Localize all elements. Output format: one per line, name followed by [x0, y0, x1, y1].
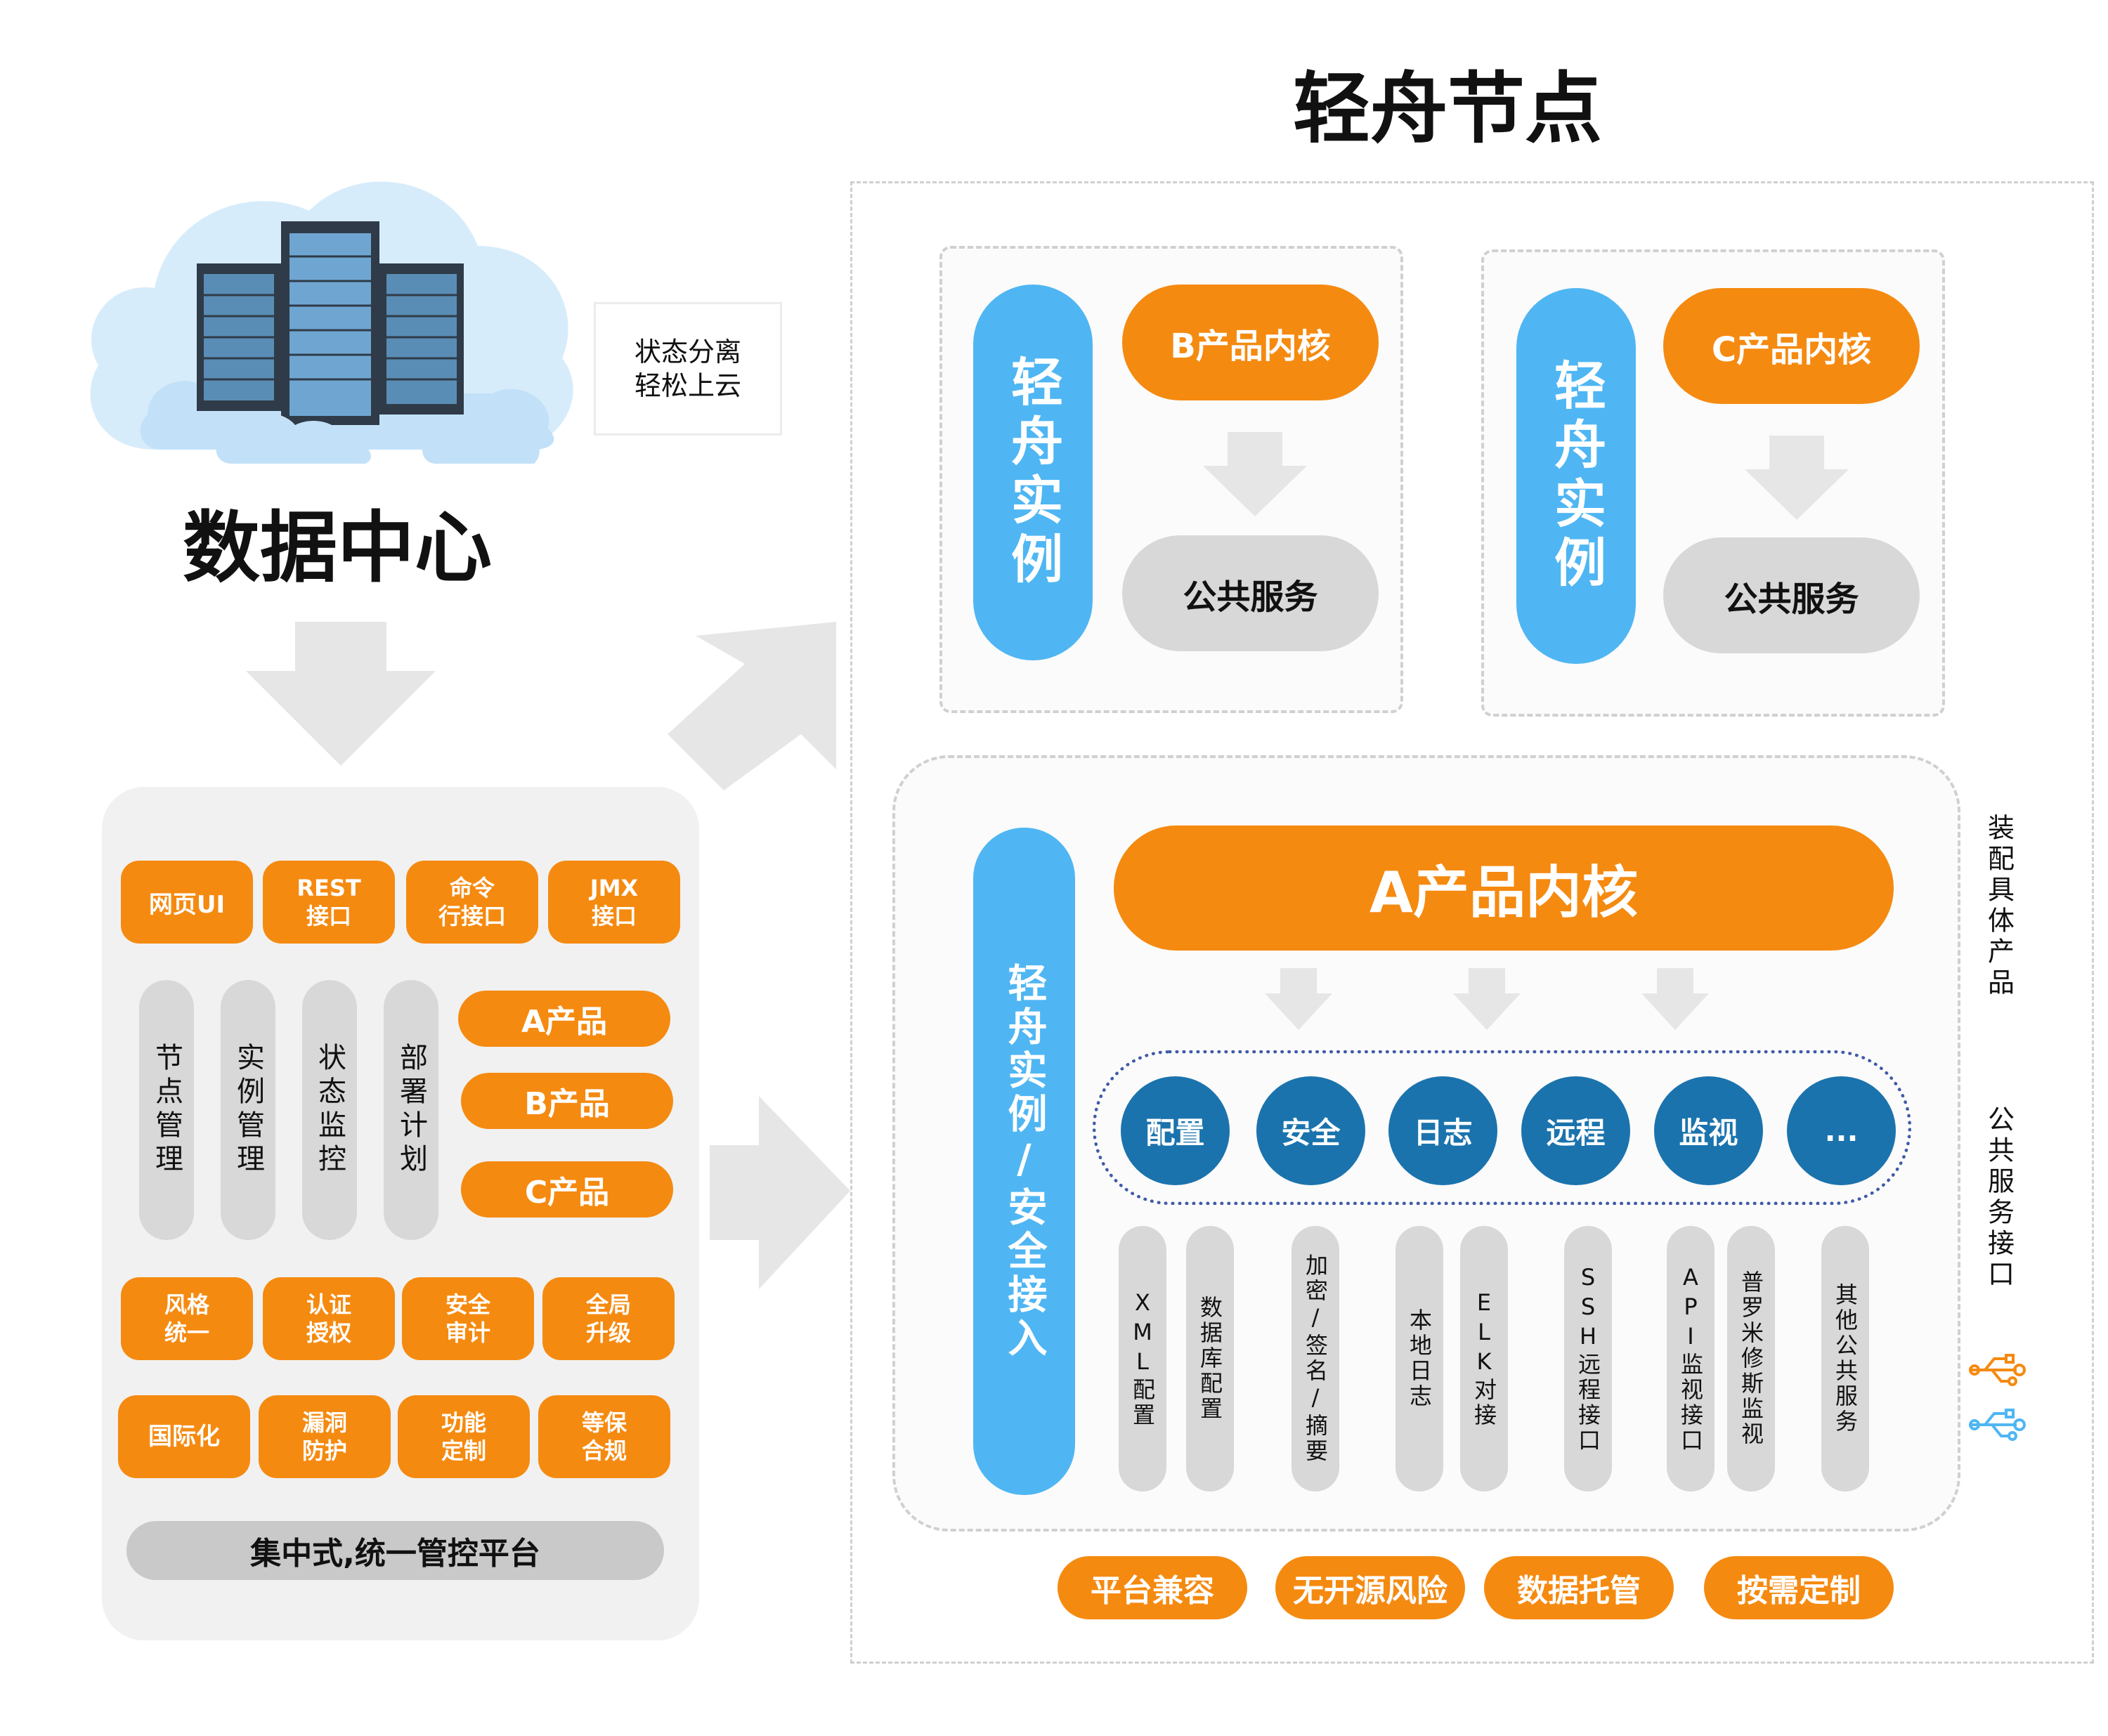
- side-label-assemble: 装配具体产品: [1983, 814, 2015, 999]
- other-service-pill[interactable]: 其他公共服务: [1821, 1226, 1869, 1492]
- tag-custom-on-demand[interactable]: 按需定制: [1704, 1556, 1894, 1619]
- tag-data-hosting[interactable]: 数据托管: [1484, 1556, 1674, 1619]
- down-arrow-icon: [1203, 432, 1307, 516]
- status-monitor-pill[interactable]: 状态监控: [302, 980, 357, 1240]
- down-arrow-icon: [1265, 968, 1332, 1030]
- down-arrow-icon: [1745, 436, 1849, 520]
- auth-button[interactable]: 认证 授权: [263, 1277, 395, 1360]
- elk-pill[interactable]: ELK对接: [1460, 1226, 1508, 1492]
- cloud-note-line2: 轻松上云: [634, 370, 741, 401]
- prometheus-pill[interactable]: 普罗米修斯监视: [1727, 1226, 1775, 1492]
- service-remote[interactable]: 远程: [1521, 1076, 1630, 1185]
- api-monitor-pill[interactable]: API监视接口: [1667, 1226, 1715, 1492]
- jmx-button[interactable]: JMX 接口: [548, 861, 680, 944]
- service-group-outline: [1093, 1050, 1911, 1205]
- rest-api-button[interactable]: REST 接口: [263, 861, 395, 944]
- db-config-pill[interactable]: 数据库配置: [1186, 1226, 1234, 1492]
- cloud-server-illustration: [90, 181, 573, 464]
- cloud-note-line1: 状态分离: [634, 337, 741, 367]
- service-log[interactable]: 日志: [1388, 1076, 1497, 1185]
- node-management-pill[interactable]: 节点管理: [139, 980, 194, 1240]
- down-arrow-icon: [1453, 968, 1521, 1030]
- vuln-protection-button[interactable]: 漏洞 防护: [259, 1395, 391, 1478]
- instance-c-label: 轻舟实例: [1516, 288, 1636, 664]
- instance-b-label: 轻舟实例: [973, 285, 1093, 660]
- xml-config-pill[interactable]: XML配置: [1119, 1226, 1166, 1492]
- security-audit-button[interactable]: 安全 审计: [402, 1277, 534, 1360]
- local-log-pill[interactable]: 本地日志: [1395, 1226, 1443, 1492]
- service-more[interactable]: ...: [1787, 1076, 1896, 1185]
- usb-icon: [1969, 1409, 2026, 1441]
- deployment-plan-pill[interactable]: 部署计划: [384, 980, 438, 1240]
- product-c-button[interactable]: C产品: [461, 1161, 673, 1218]
- node-title: 轻舟节点: [1293, 64, 1602, 154]
- public-service-b[interactable]: 公共服务: [1122, 535, 1379, 651]
- up-right-arrow-icon: [668, 622, 836, 790]
- cloud-note-box: 状态分离 轻松上云: [594, 302, 782, 436]
- i18n-button[interactable]: 国际化: [118, 1395, 250, 1478]
- instance-management-pill[interactable]: 实例管理: [221, 980, 275, 1240]
- unified-style-button[interactable]: 风格 统一: [121, 1277, 253, 1360]
- kernel-b-button[interactable]: B产品内核: [1122, 285, 1379, 400]
- platform-label-bar: 集中式,统一管控平台: [126, 1521, 664, 1580]
- service-monitor[interactable]: 监视: [1654, 1076, 1763, 1185]
- datacenter-title: 数据中心: [183, 503, 492, 593]
- product-b-button[interactable]: B产品: [461, 1073, 673, 1129]
- side-label-public-api: 公共服务接口: [1983, 1105, 2015, 1291]
- public-service-c[interactable]: 公共服务: [1663, 537, 1920, 653]
- service-config[interactable]: 配置: [1121, 1076, 1230, 1185]
- kernel-a-button[interactable]: A产品内核: [1114, 825, 1894, 951]
- global-upgrade-button[interactable]: 全局 升级: [542, 1277, 675, 1360]
- right-arrow-icon: [710, 1096, 850, 1289]
- usb-icon: [1969, 1354, 2026, 1386]
- server-building-center: [281, 221, 379, 425]
- tag-platform-compat[interactable]: 平台兼容: [1058, 1556, 1247, 1619]
- web-ui-button[interactable]: 网页UI: [121, 861, 253, 944]
- down-arrow-icon: [1641, 968, 1709, 1030]
- tag-no-oss-risk[interactable]: 无开源风险: [1275, 1556, 1465, 1619]
- feature-custom-button[interactable]: 功能 定制: [398, 1395, 530, 1478]
- compliance-button[interactable]: 等保 合规: [538, 1395, 670, 1478]
- kernel-c-button[interactable]: C产品内核: [1663, 288, 1920, 404]
- cli-button[interactable]: 命令 行接口: [406, 861, 538, 944]
- crypto-pill[interactable]: 加密/签名/摘要: [1292, 1226, 1339, 1492]
- ssh-remote-pill[interactable]: SSH远程接口: [1564, 1226, 1612, 1492]
- server-building-right: [379, 263, 464, 415]
- product-a-button[interactable]: A产品: [458, 991, 670, 1047]
- node-outer-box: [850, 181, 2094, 1664]
- service-security[interactable]: 安全: [1256, 1076, 1365, 1185]
- secure-access-label: 轻舟实例/安全接入: [973, 828, 1075, 1495]
- down-arrow-icon: [246, 622, 436, 766]
